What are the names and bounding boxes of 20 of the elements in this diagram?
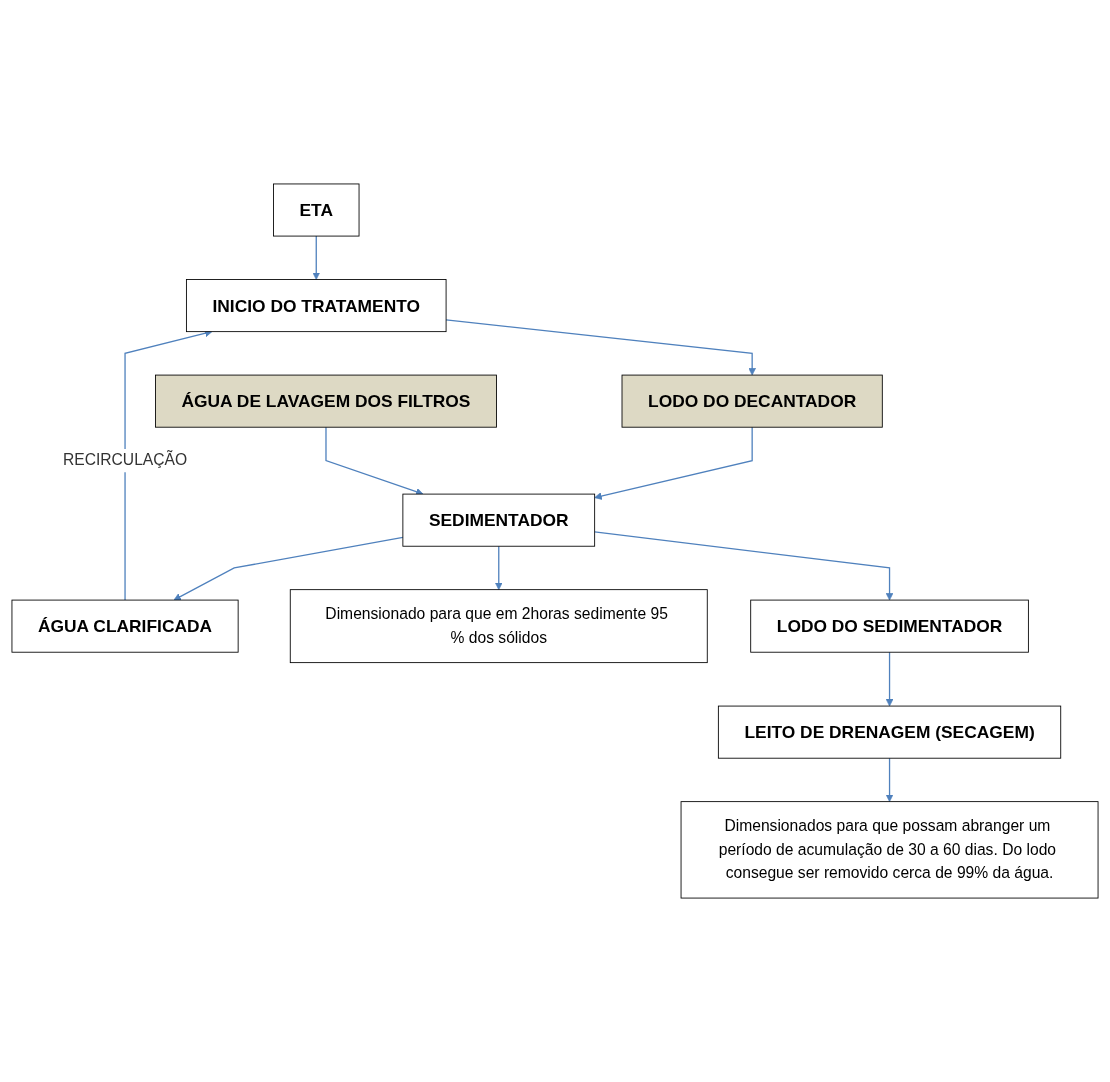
node-box: INICIO DO TRATAMENTO [186, 279, 447, 333]
arrow [885, 651, 894, 707]
arrow [594, 531, 894, 601]
node-box: LEITO DE DRENAGEM (SECAGEM) [717, 705, 1062, 759]
arrow [885, 757, 894, 802]
node-box: Dimensionados para que possam abranger um período de acumulação de 30 a 60 dias. Do lodo consegue ser removido cerca de 99% da água. [680, 801, 1099, 899]
arrow [173, 536, 404, 601]
arrow [312, 235, 321, 280]
node-box: LODO DO DECANTADOR [621, 374, 883, 428]
arrow [445, 319, 756, 376]
node-box: Dimensionado para que em 2horas sedimente 95 % dos sólidos [289, 589, 708, 664]
node-box: LODO DO SEDIMENTADOR [750, 599, 1029, 653]
node-box: ETA [273, 183, 360, 237]
arrow [494, 545, 503, 590]
arrow [594, 426, 753, 500]
arrow [325, 426, 424, 496]
node-box: SEDIMENTADOR [402, 493, 596, 547]
edge-label: RECIRCULAÇÃO [62, 451, 188, 469]
node-box: ÁGUA CLARIFICADA [11, 599, 239, 653]
node-box: ÁGUA DE LAVAGEM DOS FILTROS [155, 374, 497, 428]
